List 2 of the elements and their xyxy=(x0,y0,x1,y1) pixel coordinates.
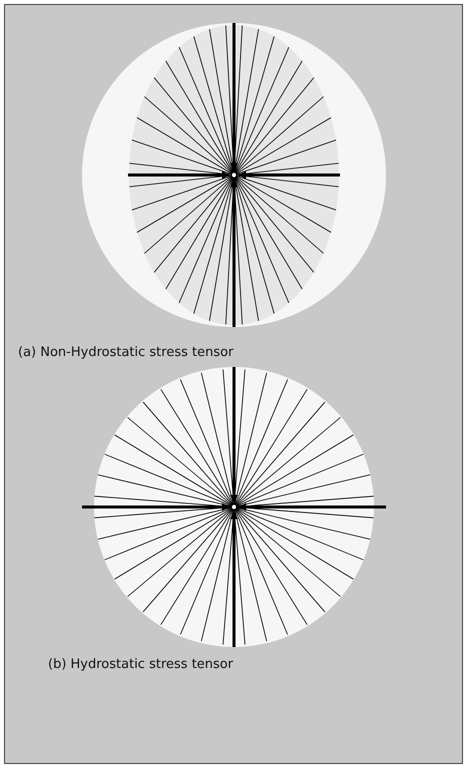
figure-caption: (b) Hydrostatic stress tensor xyxy=(48,657,234,672)
figure-caption: (a) Non-Hydrostatic stress tensor xyxy=(18,345,234,360)
